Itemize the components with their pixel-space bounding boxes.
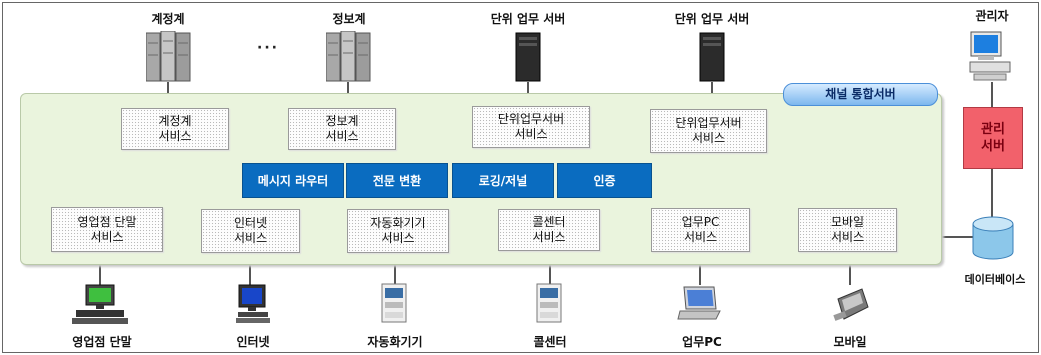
label-admin: 관리자 <box>975 9 1009 23</box>
label-branch-terminal: 영업점 단말 <box>72 335 132 349</box>
service-mobile-line2: 서비스 <box>830 230 865 244</box>
management-server: 관리 서버 <box>963 107 1023 169</box>
server-rack-icon <box>146 31 191 82</box>
service-branch-line1: 영업점 단말 <box>77 214 137 229</box>
service-unit-server-1: 단위업무서버 서비스 <box>472 106 590 148</box>
service-atm-line1: 자동화기기 <box>370 216 426 230</box>
service-account: 계정계 서비스 <box>121 108 229 150</box>
function-authentication: 인증 <box>557 163 652 198</box>
tower-server-icon <box>515 32 541 82</box>
service-pc-line2: 서비스 <box>683 230 718 244</box>
service-account-line2: 서비스 <box>158 129 192 143</box>
service-info: 정보계 서비스 <box>288 108 396 150</box>
ellipsis: ··· <box>257 40 279 56</box>
service-internet: 인터넷 서비스 <box>201 209 300 253</box>
function-message-router: 메시지 라우터 <box>242 163 344 198</box>
service-pc-line1: 업무PC <box>681 215 720 229</box>
branch-terminal-icon <box>72 284 128 324</box>
channel-integration-server-title: 채널 통합서버 <box>783 83 938 106</box>
service-info-line1: 정보계 <box>325 114 359 128</box>
service-account-line1: 계정계 <box>158 114 192 128</box>
function-message-conversion: 전문 변환 <box>346 163 448 198</box>
laptop-icon <box>677 286 721 320</box>
service-work-pc: 업무PC 서비스 <box>651 208 750 252</box>
service-unit-server-2: 단위업무서버 서비스 <box>650 109 767 153</box>
service-internet-line2: 서비스 <box>233 231 268 245</box>
label-internet: 인터넷 <box>236 335 270 349</box>
function-logging-journal: 로깅/저널 <box>452 163 554 198</box>
call-center-icon <box>536 283 562 323</box>
server-rack-icon <box>326 31 371 82</box>
label-database: 데이터베이스 <box>964 273 1026 286</box>
service-internet-line1: 인터넷 <box>233 216 268 230</box>
label-account-system: 계정계 <box>151 12 185 26</box>
label-unit-server-1: 단위 업무 서버 <box>490 12 566 26</box>
management-server-line1: 관리 <box>981 122 1005 137</box>
tower-server-icon <box>699 32 725 82</box>
service-unit2-line2: 서비스 <box>691 131 726 145</box>
admin-computer-icon <box>969 31 1011 81</box>
label-mobile: 모바일 <box>833 335 867 349</box>
service-unit2-line1: 단위업무서버 <box>675 116 742 130</box>
label-work-pc: 업무PC <box>682 335 722 349</box>
label-atm: 자동화기기 <box>367 335 423 349</box>
label-unit-server-2: 단위 업무 서버 <box>674 12 750 26</box>
internet-computer-icon <box>236 284 270 323</box>
label-info-system: 정보계 <box>332 12 366 26</box>
service-atm-line2: 서비스 <box>381 231 415 245</box>
service-mobile: 모바일 서비스 <box>798 208 897 252</box>
service-unit1-line2: 서비스 <box>514 127 548 141</box>
label-call-center: 콜센터 <box>533 335 567 349</box>
mobile-device-icon <box>833 288 869 321</box>
service-callcenter-line1: 콜센터 <box>532 215 566 229</box>
database-icon <box>972 216 1014 260</box>
service-callcenter-line2: 서비스 <box>532 230 566 244</box>
management-server-line2: 서버 <box>981 139 1005 154</box>
atm-icon <box>381 283 407 323</box>
service-mobile-line1: 모바일 <box>830 215 865 229</box>
service-info-line2: 서비스 <box>325 129 359 143</box>
service-branch-terminal: 영업점 단말 서비스 <box>51 207 163 252</box>
service-atm: 자동화기기 서비스 <box>347 209 449 253</box>
service-unit1-line1: 단위업무서버 <box>497 112 565 126</box>
service-branch-line2: 서비스 <box>90 229 124 244</box>
service-call-center: 콜센터 서비스 <box>498 209 600 251</box>
